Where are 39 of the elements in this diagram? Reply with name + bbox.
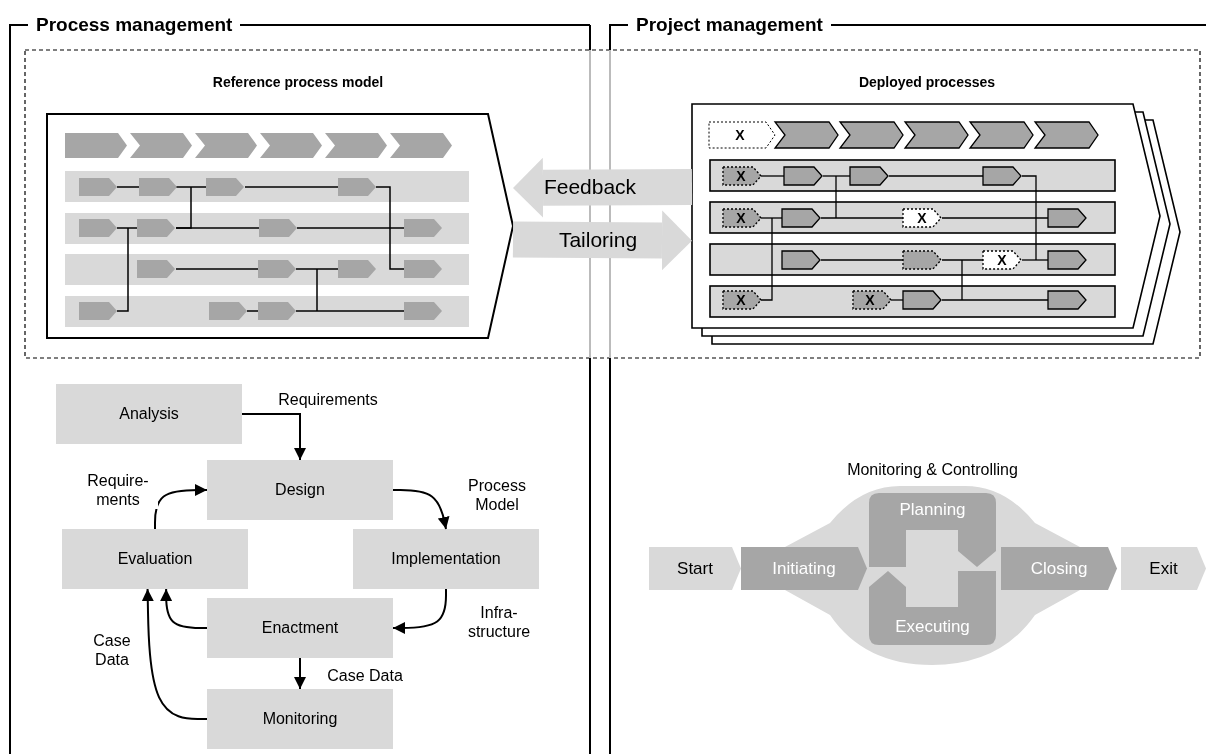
- panel-heading: Process management: [28, 15, 241, 35]
- process-box: [207, 460, 393, 520]
- process-box: [56, 384, 242, 444]
- process-box: [62, 529, 248, 589]
- step-label: Monitoring: [261, 710, 339, 728]
- x-mark: X: [735, 128, 745, 142]
- arrow: [241, 413, 306, 461]
- arrow: [392, 588, 447, 634]
- block-arrow: [513, 157, 693, 218]
- x-mark: X: [865, 293, 875, 307]
- x-mark: X: [736, 169, 746, 183]
- block-arrow: [512, 210, 692, 271]
- process-box: [207, 598, 393, 658]
- step-label: Enactment: [260, 619, 340, 637]
- step-label: Design: [274, 481, 326, 499]
- phase-label: Exit: [1148, 558, 1179, 579]
- x-mark: X: [997, 253, 1007, 267]
- step-label: Evaluation: [116, 550, 194, 568]
- phase-label: Executing: [894, 617, 971, 637]
- panel-heading: Project management: [628, 15, 831, 35]
- model-heading: Reference process model: [211, 74, 385, 90]
- process-box: [353, 529, 539, 589]
- model-heading: Deployed processes: [857, 74, 997, 90]
- group-heading: Monitoring & Controlling: [846, 460, 1019, 480]
- arrow: [141, 588, 208, 720]
- arrow: [160, 588, 208, 629]
- step-label: Implementation: [390, 550, 502, 568]
- step-label: Analysis: [118, 405, 180, 423]
- phase-label: Planning: [898, 500, 967, 520]
- phase-label: Start: [676, 558, 714, 579]
- arrow: [154, 484, 208, 530]
- arrow: [392, 489, 450, 530]
- x-mark: X: [736, 211, 746, 225]
- x-mark: X: [736, 293, 746, 307]
- process-box: [207, 689, 393, 749]
- phase-label: Initiating: [771, 558, 837, 579]
- x-mark: X: [917, 211, 927, 225]
- arrow: [294, 657, 306, 690]
- phase-label: Closing: [1029, 558, 1089, 579]
